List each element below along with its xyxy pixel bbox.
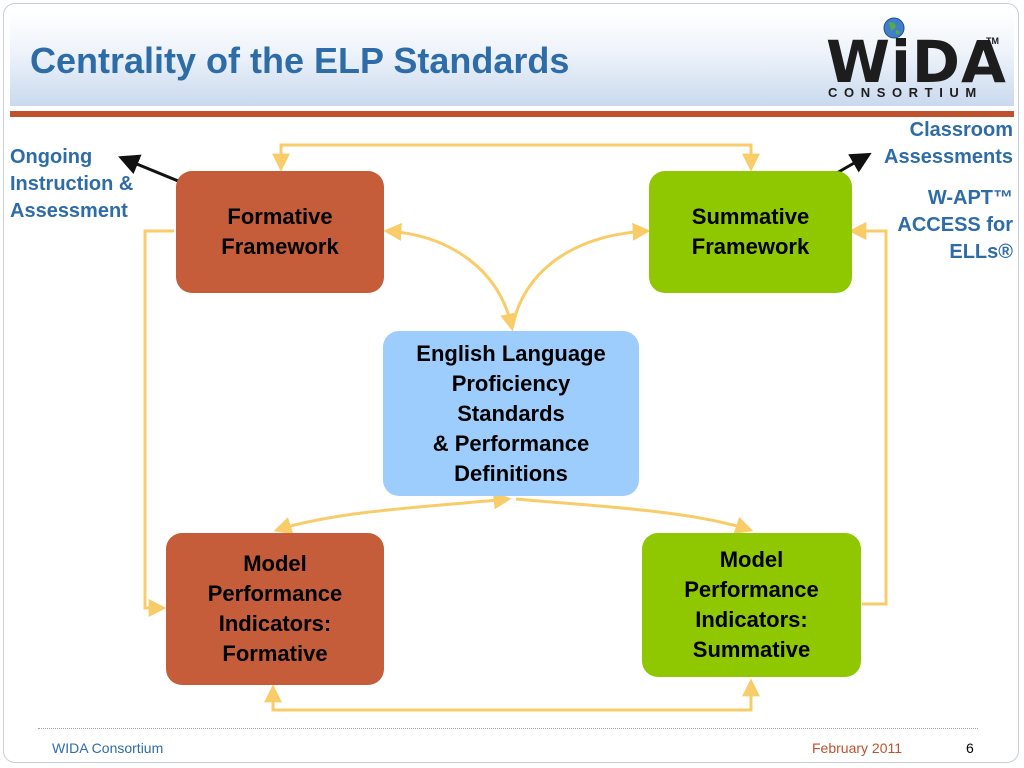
- mpi-formative-box: Model Performance Indicators: Formative: [166, 533, 384, 685]
- ongoing-instruction-label: Ongoing Instruction & Assessment: [10, 146, 134, 222]
- slide-frame: [3, 3, 1019, 763]
- center-to-mpi-summative-connector: [515, 497, 754, 534]
- wida-logo: WiDA TM CONSORTIUM: [820, 14, 1006, 104]
- header-band: [10, 10, 1014, 106]
- top-bracket-connector: [272, 143, 760, 172]
- elp-standards-label: English Language Proficiency Standards &…: [416, 340, 606, 486]
- center-to-summative-connector: [510, 222, 651, 329]
- footer-date: February 2011: [812, 740, 903, 756]
- page-number: 6: [966, 740, 974, 756]
- bottom-bracket-connector: [264, 678, 760, 712]
- center-to-mpi-formative-connector: [273, 491, 512, 535]
- formative-framework-box: Formative Framework: [176, 171, 384, 293]
- footer-organization: WIDA Consortium: [52, 740, 164, 756]
- logo-subtitle: CONSORTIUM: [828, 85, 983, 100]
- header-rule: [10, 111, 1014, 117]
- formative-framework-label: Formative Framework: [221, 204, 339, 259]
- access-for-ells-label: W-APT™ ACCESS for ELLs®: [897, 187, 1013, 263]
- mpi-formative-label: Model Performance Indicators: Formative: [207, 551, 343, 666]
- left-side-connector: [143, 229, 174, 617]
- classroom-assessments-label: Classroom Assessments: [884, 119, 1013, 168]
- elp-standards-box: English Language Proficiency Standards &…: [383, 331, 639, 496]
- slide-title: Centrality of the ELP Standards: [30, 40, 570, 81]
- summative-framework-box: Summative Framework: [649, 171, 852, 293]
- center-to-formative-connector: [383, 222, 518, 332]
- logo-trademark: TM: [986, 36, 999, 46]
- mpi-summative-box: Model Performance Indicators: Summative: [642, 533, 861, 677]
- summative-framework-label: Summative Framework: [691, 204, 810, 259]
- mpi-summative-label: Model Performance Indicators: Summative: [684, 547, 819, 662]
- globe-icon: [883, 17, 905, 39]
- right-side-connector: [848, 222, 888, 606]
- logo-wordmark: WiDA: [826, 28, 1007, 96]
- footer-rule: [38, 728, 978, 729]
